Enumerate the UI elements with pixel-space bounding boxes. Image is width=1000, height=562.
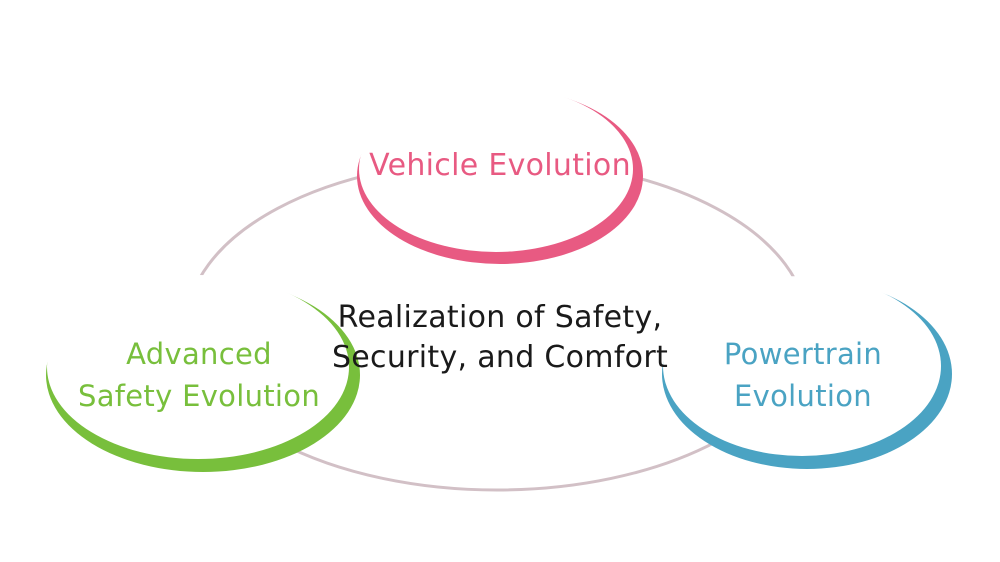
powertrain-evolution-node <box>662 276 952 469</box>
center-statement: Realization of Safety, Security, and Com… <box>300 298 700 378</box>
center-statement-line-2: Security, and Comfort <box>331 340 669 375</box>
vehicle-evolution-label: Vehicle Evolution <box>360 146 640 186</box>
powertrain-line-2: Evolution <box>734 379 872 413</box>
vehicle-evolution-text: Vehicle Evolution <box>369 148 631 183</box>
powertrain-evolution-label: Powertrain Evolution <box>668 333 938 417</box>
center-statement-line-1: Realization of Safety, <box>337 300 663 335</box>
vehicle-evolution-node <box>357 86 643 264</box>
advanced-safety-line-2: Safety Evolution <box>78 379 320 413</box>
powertrain-line-1: Powertrain <box>723 337 883 371</box>
advanced-safety-line-1: Advanced <box>126 337 272 371</box>
advanced-safety-evolution-label: Advanced Safety Evolution <box>54 333 344 417</box>
advanced-safety-evolution-node <box>46 275 360 472</box>
